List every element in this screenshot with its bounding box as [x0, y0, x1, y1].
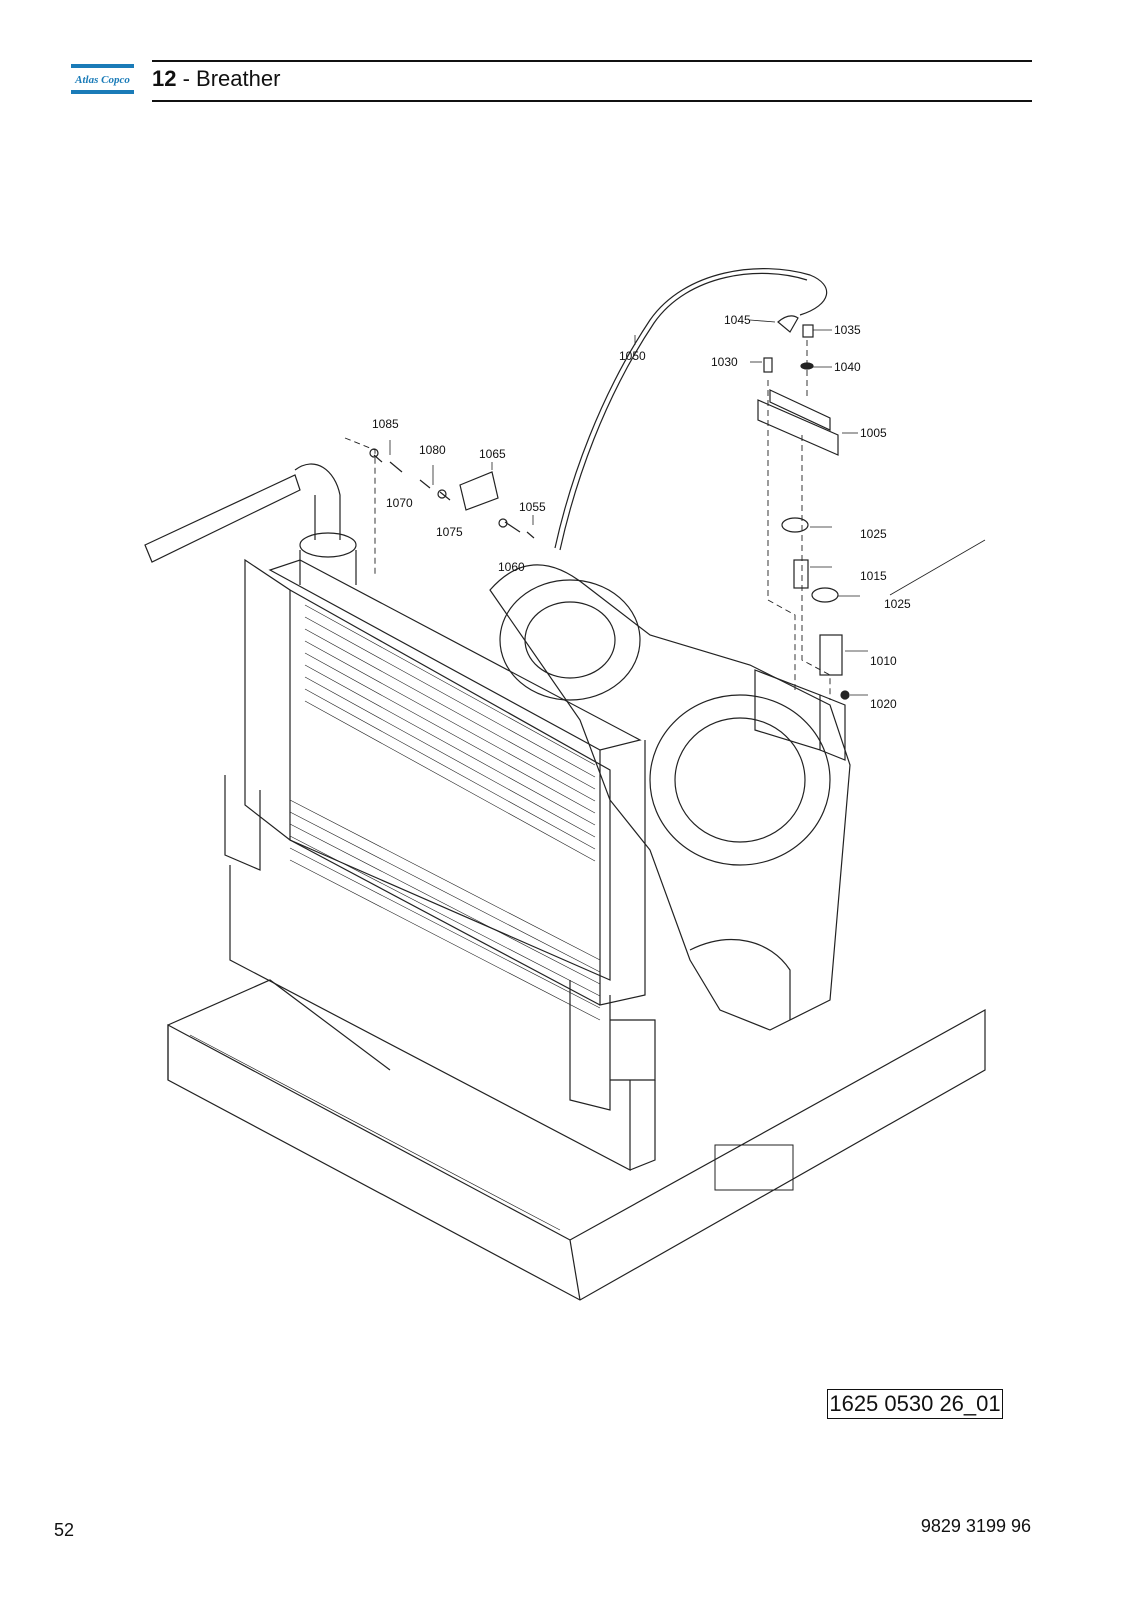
- breather-components: [369, 268, 850, 700]
- callout-1020: 1020: [870, 697, 897, 711]
- gear-housing: [489, 564, 851, 1031]
- callout-1010: 1010: [870, 654, 897, 668]
- leader-lines: [389, 319, 868, 696]
- callout-1040: 1040: [834, 360, 861, 374]
- header-rule-top: [152, 60, 1032, 62]
- callout-1025-lower: 1025: [884, 597, 911, 611]
- callout-1080: 1080: [419, 443, 446, 457]
- callout-1055: 1055: [519, 500, 546, 514]
- svg-text:Atlas Copco: Atlas Copco: [74, 74, 130, 86]
- callout-1015: 1015: [860, 569, 887, 583]
- callout-1060: 1060: [498, 560, 525, 574]
- base-frame: [167, 539, 986, 1301]
- callout-1085: 1085: [372, 417, 399, 431]
- radiator-assembly: [224, 558, 656, 1171]
- atlas-copco-logo: Atlas Copco: [71, 64, 134, 94]
- header-rule-bottom: [152, 100, 1032, 102]
- drawing-reference-number: 1625 0530 26_01: [827, 1389, 1003, 1419]
- section-title-text: Breather: [196, 66, 281, 91]
- callout-1075: 1075: [436, 525, 463, 539]
- exploded-view-drawing: 1045 1035 1050 1030 1040 1005 1085 1080 …: [144, 268, 986, 1301]
- callout-1030: 1030: [711, 355, 738, 369]
- page-number: 52: [54, 1520, 75, 1540]
- section-separator: -: [176, 66, 197, 91]
- callout-labels: 1045 1035 1050 1030 1040 1005 1085 1080 …: [372, 313, 911, 711]
- callout-1025-upper: 1025: [860, 527, 887, 541]
- callout-1065: 1065: [479, 447, 506, 461]
- callout-1070: 1070: [386, 496, 413, 510]
- assembly-lines: [344, 340, 831, 700]
- callout-1035: 1035: [834, 323, 861, 337]
- callout-1005: 1005: [860, 426, 887, 440]
- callout-1050: 1050: [619, 349, 646, 363]
- document-number: 9829 3199 96: [920, 1516, 1031, 1536]
- inlet-pipe: [144, 463, 357, 585]
- section-title: 12 - Breather: [152, 66, 280, 92]
- section-number: 12: [152, 66, 177, 91]
- callout-1045: 1045: [724, 313, 751, 327]
